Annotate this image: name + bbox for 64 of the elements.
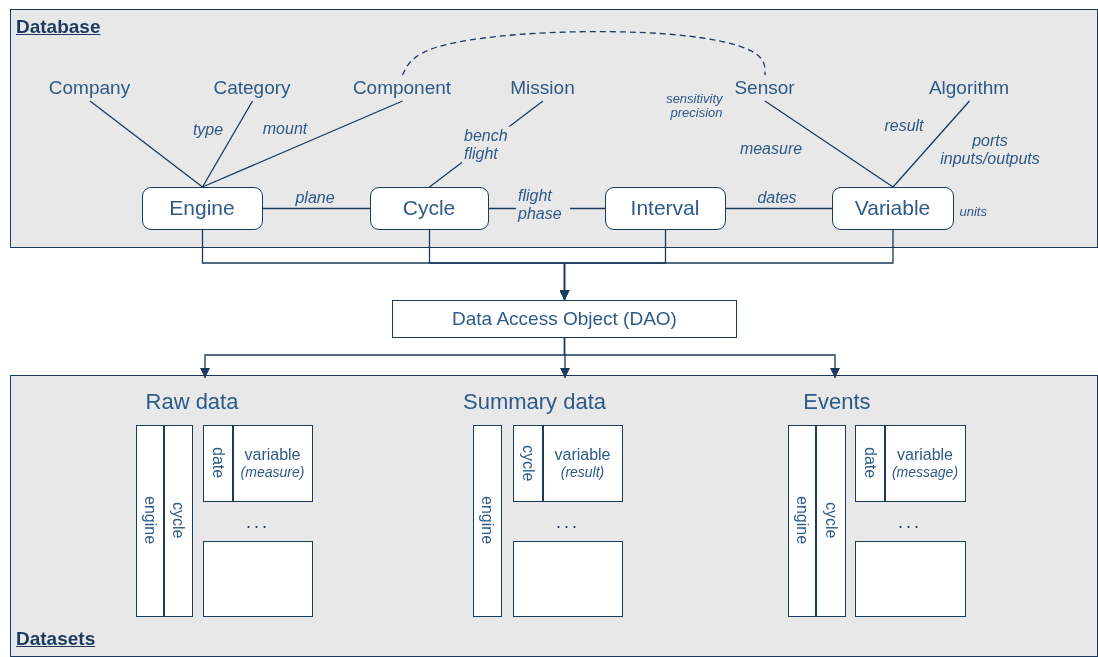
- column-name: engine: [141, 496, 158, 545]
- column-note: (measure): [240, 464, 305, 481]
- entity-box: Interval: [604, 186, 726, 230]
- column-name: cycle: [170, 502, 186, 539]
- panel-heading: Datasets: [16, 628, 96, 650]
- entity-box: Engine: [141, 186, 263, 230]
- empty-table-box: [202, 540, 313, 617]
- column-note: (message): [891, 464, 959, 481]
- connector-line: [201, 100, 254, 188]
- ellipsis-mark: ...: [898, 511, 922, 533]
- dataset-heading: Summary data: [444, 377, 625, 416]
- column-name: date: [209, 447, 226, 479]
- table-cell: [884, 424, 966, 502]
- table-column: [472, 424, 502, 617]
- connector-line: [262, 207, 371, 210]
- edge-label: plane: [293, 188, 337, 208]
- column-name: engine: [793, 496, 810, 545]
- section-panel: [10, 375, 1098, 657]
- table-cell: [232, 424, 313, 502]
- dashed-connector: [401, 30, 766, 76]
- table-column: [854, 424, 885, 502]
- column-name: date: [861, 447, 878, 479]
- dataset-heading: Raw data: [129, 377, 255, 416]
- section-panel: [10, 9, 1098, 248]
- table-cell: [542, 424, 623, 502]
- column-name: variable: [897, 445, 953, 465]
- column-name: cycle: [519, 444, 536, 482]
- arrow: [559, 229, 894, 301]
- table-column: [512, 424, 543, 502]
- connector-line: [89, 100, 204, 188]
- empty-table-box: [854, 540, 966, 617]
- connector-line: [764, 100, 894, 188]
- column-name: variable: [244, 445, 301, 465]
- entity-label: Algorithm: [921, 74, 1017, 101]
- entity-label: Company: [39, 74, 140, 101]
- entity-box: Cycle: [369, 186, 489, 230]
- access-object-box: Data Access Object (DAO): [392, 300, 737, 338]
- edge-label: flight phase: [516, 186, 570, 224]
- table-column: [787, 424, 816, 617]
- attribute-note: ports inputs/outputs: [939, 131, 1041, 169]
- connector-line: [725, 207, 833, 210]
- column-name: cycle: [822, 502, 839, 539]
- ellipsis-mark: ...: [246, 511, 270, 533]
- arrow: [563, 337, 840, 379]
- column-name: engine: [479, 496, 495, 545]
- table-column: [202, 424, 233, 502]
- dataset-heading: Events: [789, 377, 885, 416]
- entity-label: Mission: [499, 74, 586, 101]
- entity-label: Sensor: [729, 74, 800, 101]
- table-column: [163, 424, 193, 617]
- entity-box: Variable: [831, 186, 954, 230]
- entity-label: Component: [339, 74, 465, 101]
- table-column: [815, 424, 846, 617]
- table-column: [135, 424, 164, 617]
- column-name: variable: [554, 445, 611, 465]
- column-note: (result): [560, 464, 605, 481]
- ellipsis-mark: ...: [556, 511, 580, 533]
- connector-line: [892, 100, 971, 188]
- panel-heading: Database: [16, 16, 101, 38]
- attribute-note: sensitivity precision: [665, 91, 723, 122]
- empty-table-box: [512, 540, 623, 617]
- entity-label: Category: [204, 74, 300, 101]
- connector-line: [201, 100, 404, 188]
- attribute-note: units: [959, 204, 988, 219]
